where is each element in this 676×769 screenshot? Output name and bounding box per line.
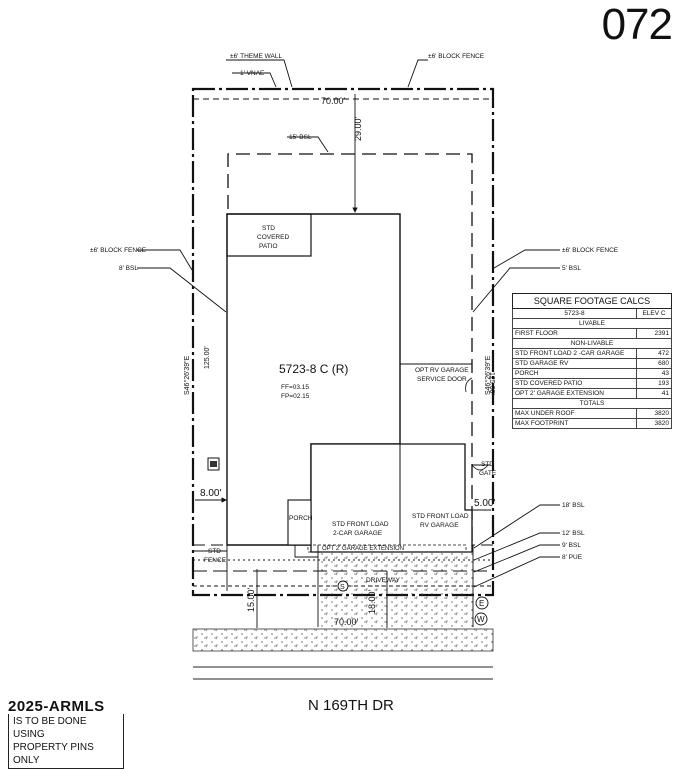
callout-block-fence-right: ±6' BLOCK FENCE [562,247,619,254]
covered-patio-line2: COVERED [257,234,289,241]
garage-rv-line1: STD FRONT LOAD [412,513,469,520]
marker-e: E [479,599,484,608]
sidewalk [192,628,494,652]
callout-bsl-12: 12' BSL [562,530,585,537]
street-lines [193,666,493,680]
lot-label: 5723-8 C (R) [279,362,348,376]
dim-front-15: 15.00' [246,587,256,612]
covered-patio-line3: PATIO [259,243,278,250]
rv-door-line2: SERVICE DOOR [417,376,467,383]
dim-rear-setback: 29.00' [353,116,363,141]
table-elev: ELEV C [636,308,672,319]
footnote-line1: 2025-ARMLS [8,698,105,715]
table-totals-header: TOTALS [512,398,672,409]
dimension-lines [195,94,491,628]
dim-left-side: 8.00' [200,488,221,499]
driveway-label: DRIVEWAY [366,577,401,584]
callout-bsl-right: 5' BSL [562,265,581,272]
callout-vnae: 1' VNAE [240,70,265,77]
std-gate-line2: GATE [479,470,497,477]
callout-bsl-18: 18' BSL [562,502,585,509]
site-plan: S E W ±6' THEME WALL 1' VNAE ±6' BLOCK F… [90,53,619,680]
callout-theme-wall: ±6' THEME WALL [230,53,283,60]
table-nonlivable-header: NON-LIVABLE [512,338,672,349]
std-fence-line2: FENCE [204,557,227,564]
porch-label: PORCH [289,515,313,522]
callout-leaders [137,59,560,588]
fp-label: FP=02.15 [281,393,310,400]
covered-patio [226,213,312,257]
callout-block-fence-top: ±6' BLOCK FENCE [428,53,485,60]
garage-ext-label: OPT 2' GARAGE EXTENSION [322,546,404,552]
covered-patio-line1: STD [262,225,275,232]
std-gate-line1: STD [481,461,494,468]
table-plan: 5723-8 [512,308,637,319]
dim-left-length: 125.00' [204,346,211,369]
callout-pue: 8' PUE [562,554,583,561]
porch [287,499,312,546]
callout-bsl-rear: 15' BSL [289,134,312,141]
footnote-line3: PROPERTY PINS ONLY [13,742,94,766]
dim-bottom-width: 70.00' [334,617,359,627]
callout-bsl-9: 9' BSL [562,542,581,549]
footnote: 2025-ARMLS IS TO BE DONE USING PROPERTY … [8,698,124,769]
garage-2car-line2: 2-CAR GARAGE [333,530,383,537]
std-fence-line1: STD [208,548,221,555]
dim-right-bearing: S46°26'39"E [484,355,492,395]
street-name: N 169TH DR [308,697,394,714]
dim-right-side: 5.00' [474,498,495,509]
ff-label: FF=03.15 [281,384,309,391]
callout-bsl-left: 8' BSL [119,265,138,272]
dim-top-width: 70.00' [321,96,346,106]
rv-door-line1: OPT RV GARAGE [415,367,469,374]
marker-s: S [340,584,345,591]
callout-block-fence-left: ±6' BLOCK FENCE [90,247,147,254]
dim-front-18: 18.00' [367,589,377,614]
garage-rv-line2: RV GARAGE [420,522,459,529]
garage-2car-line1: STD FRONT LOAD [332,521,389,528]
footnote-line2: IS TO BE DONE USING [13,716,87,740]
dim-right-length: 125.00' [488,372,495,395]
table-title: SQUARE FOOTAGE CALCS [512,293,672,309]
table-livable-header: LIVABLE [512,318,672,329]
grade-markers [337,580,489,626]
marker-w: W [477,615,485,624]
sheet-number: 072 [601,0,673,49]
dim-left-bearing: S46°26'39"E [183,355,191,395]
lot-boundary [191,87,495,597]
